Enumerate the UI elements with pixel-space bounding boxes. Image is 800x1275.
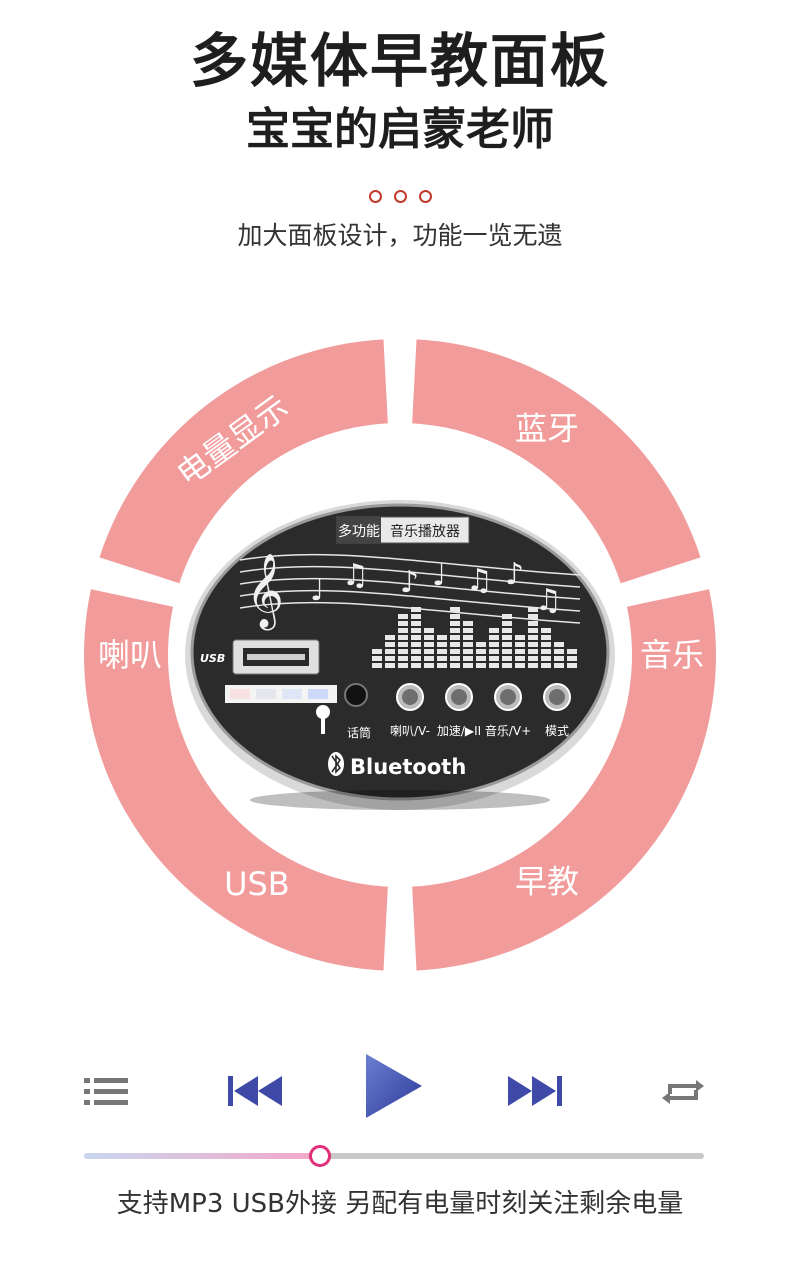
svg-text:♫: ♫ (535, 583, 562, 618)
svg-text:♫: ♫ (342, 558, 369, 593)
page-title: 多媒体早教面板 (189, 27, 610, 95)
ring-segment (412, 339, 701, 584)
svg-text:♪: ♪ (400, 565, 419, 600)
dot-icon (418, 190, 432, 203)
ring-segment-label: 早教 (515, 862, 579, 900)
ring-segment (99, 726, 388, 971)
progress-fill (84, 1153, 320, 1159)
svg-text:♩: ♩ (310, 573, 324, 608)
device-header-right: 音乐播放器 (390, 523, 460, 540)
battery-indicator (225, 685, 337, 703)
ring-segment-label: 蓝牙 (515, 410, 579, 448)
ring-segment (99, 339, 388, 584)
bluetooth-icon (328, 752, 344, 776)
repeat-icon[interactable] (660, 1076, 706, 1108)
previous-icon[interactable] (228, 1074, 282, 1108)
mic-jack[interactable] (344, 683, 368, 707)
svg-text:♫: ♫ (466, 563, 493, 598)
next-icon[interactable] (508, 1074, 562, 1108)
player-controls (0, 1054, 800, 1130)
decorative-dots (0, 190, 800, 203)
footer-caption: 支持MP3 USB外接 另配有电量时刻关注剩余电量 (116, 1189, 684, 1219)
device-button-label: 加速/▶II (437, 724, 481, 738)
music-staff-icon (239, 553, 581, 624)
device-button[interactable]: 加速/▶II (437, 683, 481, 738)
tagline: 加大面板设计，功能一览无遗 (237, 221, 563, 250)
ring-segment-label: 音乐 (640, 636, 704, 674)
device-button-label: 模式 (545, 724, 569, 738)
play-icon[interactable] (364, 1052, 424, 1120)
device-button[interactable]: 模式 (543, 683, 571, 738)
equalizer-display (372, 607, 577, 668)
device-button-label: 音乐/V+ (485, 723, 531, 738)
device-button[interactable]: 音乐/V+ (485, 683, 531, 738)
device-button-label: 喇叭/V- (390, 723, 430, 738)
progress-knob[interactable] (308, 1145, 331, 1167)
usb-label: USB (200, 652, 225, 665)
device-header-left: 多功能 (338, 523, 380, 540)
treble-clef-icon: 𝄞 (246, 554, 284, 631)
microphone-icon (316, 705, 330, 734)
dot-icon (393, 190, 407, 203)
progress-bar[interactable] (84, 1145, 704, 1167)
device-panel: 多功能 音乐播放器 𝄞 ♩ ♫ ♪ ♩ ♫ ♪ ♫ USB (185, 500, 615, 810)
ring-segment-label: 喇叭 (98, 636, 162, 674)
ring-segment (412, 726, 701, 971)
mic-label: 话筒 (347, 725, 371, 740)
svg-text:♪: ♪ (505, 557, 524, 592)
svg-text:♩: ♩ (432, 558, 446, 593)
dot-icon (368, 190, 382, 203)
playlist-icon[interactable] (84, 1076, 128, 1108)
page-subtitle: 宝宝的启蒙老师 (246, 104, 554, 155)
ring-segment-label: USB (224, 865, 290, 903)
device-button[interactable]: 喇叭/V- (390, 683, 430, 738)
music-notes-icon: ♩ ♫ ♪ ♩ ♫ ♪ ♫ (310, 557, 562, 618)
bluetooth-label: Bluetooth (350, 755, 466, 779)
